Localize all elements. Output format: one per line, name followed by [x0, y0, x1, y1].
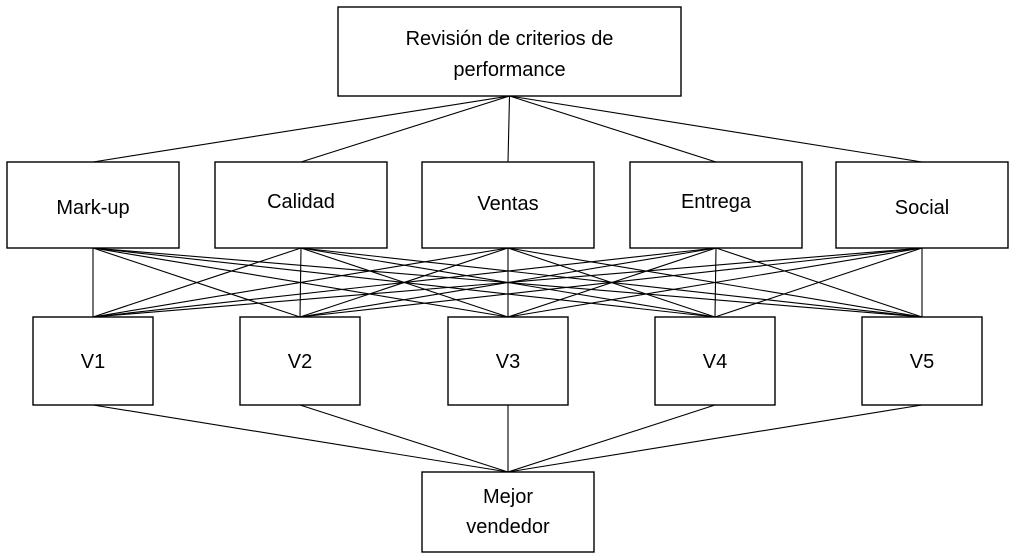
criterion-box — [835, 161, 1009, 249]
result-label-line2: vendedor — [466, 516, 550, 538]
result-box — [421, 471, 595, 553]
edge-criterion-4-alternative-1 — [92, 247, 717, 318]
edge-criterion-5-alternative-3 — [507, 247, 923, 318]
alternative-box — [654, 316, 776, 406]
alternative-label: V5 — [910, 351, 934, 373]
alternative-box — [447, 316, 569, 406]
alternative-box — [239, 316, 361, 406]
criterion-label: Calidad — [267, 191, 335, 213]
edge-alternative-2-result — [299, 404, 509, 473]
goal-label-line1: Revisión de criterios de — [406, 28, 614, 50]
alternative-node-v1: V1 — [32, 316, 154, 406]
edge-criterion-2-alternative-1 — [92, 247, 302, 318]
alternative-node-v3: V3 — [447, 316, 569, 406]
edge-alternative-1-result — [92, 404, 509, 473]
edge-goal-criterion-2 — [300, 95, 510, 163]
criterion-label: Entrega — [681, 191, 752, 213]
criterion-label: Social — [895, 197, 949, 219]
alternative-label: V4 — [703, 351, 727, 373]
criterion-box — [629, 161, 803, 249]
criterion-node-entrega: Entrega — [629, 161, 803, 249]
alternative-node-v2: V2 — [239, 316, 361, 406]
edge-criterion-3-alternative-1 — [92, 247, 509, 318]
goal-node: Revisión de criterios de performance — [337, 6, 682, 97]
alternative-node-v4: V4 — [654, 316, 776, 406]
result-label-line1: Mejor — [483, 486, 533, 508]
edge-alternative-4-result — [507, 404, 716, 473]
criterion-node-social: Social — [835, 161, 1009, 249]
edge-goal-criterion-5 — [509, 95, 923, 163]
edge-goal-criterion-4 — [509, 95, 717, 163]
criterion-node-ventas: Ventas — [421, 161, 595, 249]
edge-criterion-5-alternative-2 — [299, 247, 923, 318]
alternative-node-v5: V5 — [861, 316, 983, 406]
goal-box — [337, 6, 682, 97]
criterion-node-calidad: Calidad — [214, 161, 388, 249]
alternative-box — [861, 316, 983, 406]
criterion-label: Mark-up — [56, 197, 129, 219]
criterion-box — [6, 161, 180, 249]
alternative-label: V3 — [496, 351, 520, 373]
criterion-box — [214, 161, 388, 249]
criterion-box — [421, 161, 595, 249]
alternative-box — [32, 316, 154, 406]
edge-goal-criterion-1 — [92, 95, 510, 163]
edge-goal-criterion-3 — [507, 95, 511, 163]
edge-criterion-5-alternative-4 — [714, 247, 923, 318]
diagram-edges — [92, 95, 923, 473]
alternative-label: V1 — [81, 351, 105, 373]
alternative-label: V2 — [288, 351, 312, 373]
criterion-label: Ventas — [477, 193, 538, 215]
criterion-node-markup: Mark-up — [6, 161, 180, 249]
result-node: Mejor vendedor — [421, 471, 595, 553]
edge-criterion-5-alternative-1 — [92, 247, 923, 318]
edge-alternative-5-result — [507, 404, 923, 473]
goal-label-line2: performance — [453, 59, 565, 81]
